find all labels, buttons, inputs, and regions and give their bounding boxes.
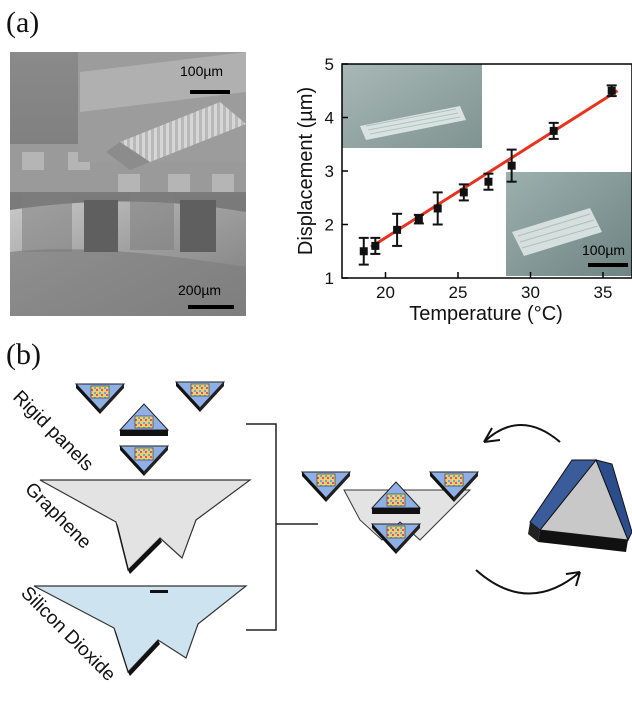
y-tick-label: 1 [325, 269, 334, 288]
data-point [414, 215, 423, 224]
data-point [433, 204, 442, 213]
panel-b-label: (b) [6, 338, 41, 371]
data-point [549, 126, 558, 135]
y-axis-label: Displacement (µm) [295, 87, 317, 255]
data-point [393, 225, 402, 234]
x-axis-label: Temperature (°C) [409, 303, 563, 325]
data-point [459, 188, 468, 197]
assembly-schematic: Rigid panels Graphene Silicon Dioxide [8, 381, 632, 686]
data-point [484, 177, 493, 186]
x-tick-label: 25 [449, 283, 468, 302]
sem-micrograph: 100µm 200µm [10, 52, 246, 316]
fit-line [370, 89, 619, 249]
displacement-chart: 100µm 20 25 30 35 1 2 3 4 5 Temperature (°C) Dis… [295, 56, 632, 325]
fold-arrow-top [483, 424, 561, 443]
x-tick-label: 30 [521, 283, 540, 302]
x-tick-label: 35 [594, 283, 613, 302]
assembly-bracket [246, 423, 318, 631]
y-tick-label: 3 [325, 162, 334, 181]
y-tick-label: 5 [325, 56, 334, 74]
inset-scale-label: 100µm [582, 242, 625, 258]
data-point [359, 247, 368, 256]
label-rigid-panels: Rigid panels [8, 387, 97, 476]
y-tick-label: 2 [325, 216, 334, 235]
folded-pyramid [528, 459, 632, 552]
silicon-dioxide-layer [33, 585, 248, 674]
sem-scale-top: 100µm [180, 63, 223, 79]
y-tick-label: 4 [325, 109, 334, 128]
x-tick-label: 20 [376, 283, 395, 302]
fold-arrow-bottom [475, 569, 581, 595]
data-point [607, 86, 616, 95]
data-point [371, 241, 380, 250]
panel-a-label: (a) [6, 6, 40, 39]
inset-image-top [342, 64, 482, 148]
sem-scale-bottom: 200µm [178, 282, 221, 298]
data-point [507, 161, 516, 170]
